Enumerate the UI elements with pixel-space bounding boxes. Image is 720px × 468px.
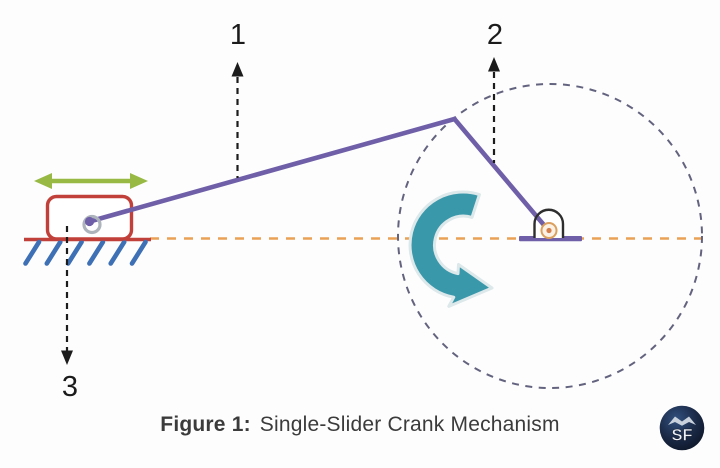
label-arrow-2	[488, 57, 500, 163]
connecting-rod	[87, 116, 457, 224]
figure-caption: Figure 1: Single-Slider Crank Mechanism	[0, 413, 720, 437]
pivot-dome	[533, 208, 565, 238]
logo-text: SF	[671, 427, 692, 445]
link-label-1: 1	[230, 19, 246, 51]
crank-path-circle	[397, 83, 703, 389]
watermark-logo: SF	[659, 405, 705, 451]
link-label-3: 3	[62, 371, 78, 403]
crank-pivot-pin-center	[546, 227, 552, 234]
crank-link	[452, 116, 552, 234]
hatched-ground-icon	[23, 239, 148, 266]
open-book-icon	[668, 416, 696, 426]
label-arrow-3	[61, 226, 73, 365]
figure-caption-text: Single-Slider Crank Mechanism	[259, 413, 560, 436]
link-label-2: 2	[487, 19, 503, 51]
logo-circle	[659, 405, 705, 451]
rotation-arrow-icon	[408, 190, 494, 308]
figure-caption-label: Figure 1:	[160, 413, 251, 436]
rod-end-pin	[84, 216, 95, 227]
logo-graphic: SF	[659, 405, 705, 451]
label-arrow-1	[231, 62, 244, 178]
double-headed-arrow-icon	[34, 173, 148, 189]
slider-pin-joint	[82, 214, 102, 235]
